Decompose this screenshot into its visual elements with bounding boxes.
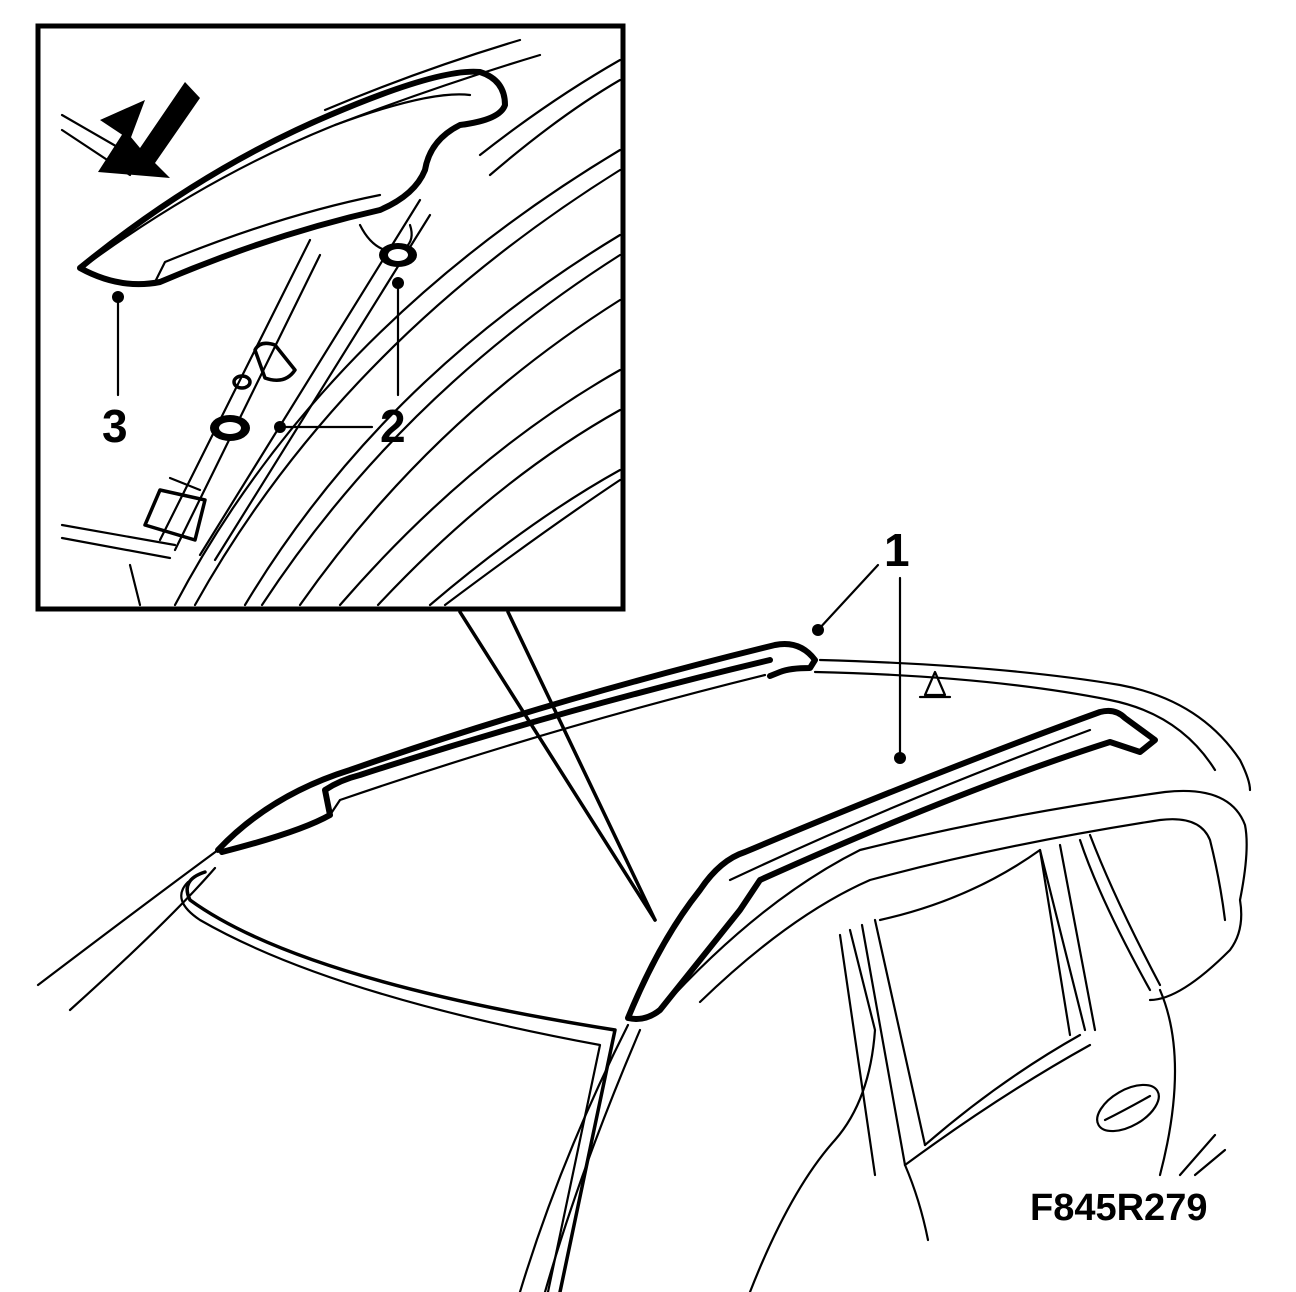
roof-rail-near xyxy=(625,707,1158,1022)
callout-3-label: 3 xyxy=(102,400,128,452)
figure-code: F845R279 xyxy=(1030,1187,1207,1229)
detail-inset xyxy=(35,23,626,612)
roof-rail-far xyxy=(215,641,818,855)
direction-arrow-icon xyxy=(98,82,200,178)
callout-2-label: 2 xyxy=(380,400,406,452)
callout-1-label: 1 xyxy=(884,524,910,576)
callout-leaders xyxy=(112,277,906,764)
car-roof-drawing xyxy=(36,610,1252,1292)
